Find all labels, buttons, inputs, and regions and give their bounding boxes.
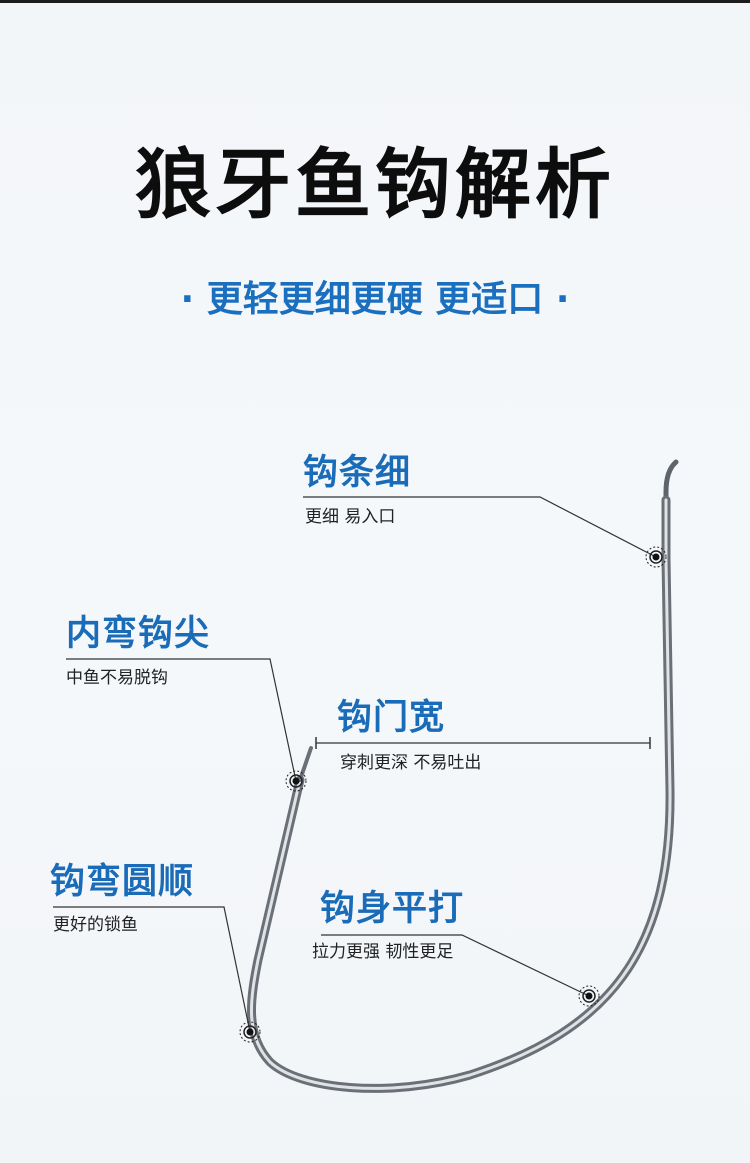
callout-wire-title: 钩条细 [303, 453, 412, 493]
callout-gap-title: 钩门宽 [337, 698, 446, 738]
leader-line-wire [303, 496, 657, 558]
leader-line-tip [66, 658, 297, 782]
marker-body [578, 985, 600, 1007]
callout-bend-title: 钩弯圆顺 [50, 862, 195, 902]
page-title: 狼牙鱼钩解析 [135, 140, 615, 229]
page-subtitle: · 更轻更细更硬 更适口 · [180, 279, 570, 320]
callout-body-desc: 拉力更强 韧性更足 [312, 942, 454, 962]
callout-gap-desc: 穿刺更深 不易吐出 [340, 753, 482, 773]
top-border [0, 0, 750, 3]
marker-wire [645, 546, 667, 568]
marker-bend [239, 1021, 261, 1043]
marker-tip [285, 770, 307, 792]
callout-tip-desc: 中鱼不易脱钩 [66, 668, 168, 688]
leader-line-body [321, 934, 590, 997]
leader-line-bend [53, 906, 251, 1033]
hook-shape [246, 459, 679, 1093]
callout-body-title: 钩身平打 [320, 889, 465, 929]
callout-bend-desc: 更好的锁鱼 [53, 915, 138, 935]
callout-wire-desc: 更细 易入口 [305, 507, 396, 527]
callout-tip-title: 内弯钩尖 [66, 614, 211, 654]
leader-lines [53, 496, 657, 1033]
